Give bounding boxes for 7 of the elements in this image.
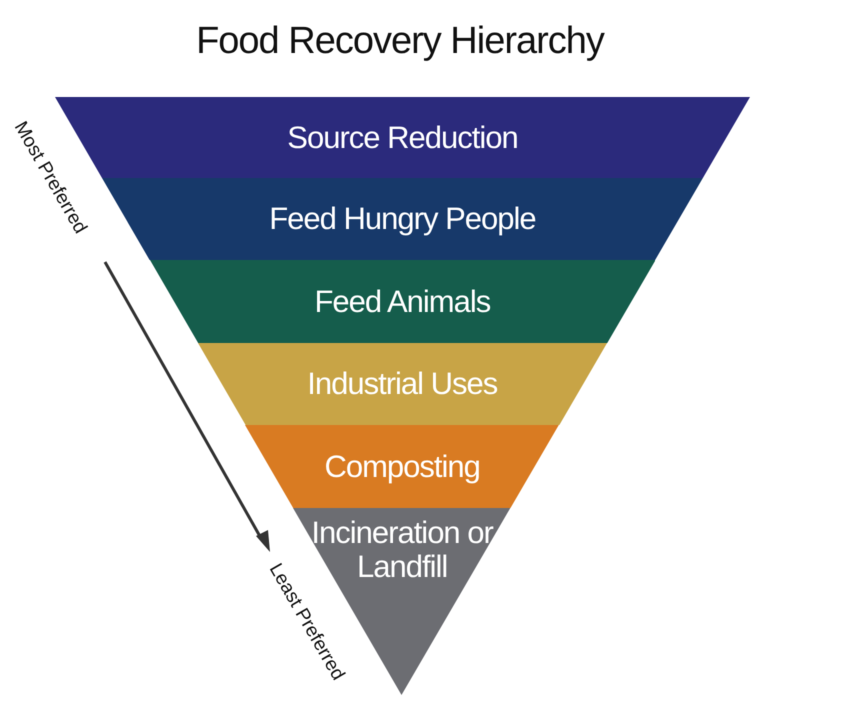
tier-label: Feed Hungry People — [268, 202, 537, 236]
tier-label: Industrial Uses — [306, 367, 498, 401]
tier-label: Feed Animals — [313, 284, 492, 318]
tier-label: Incineration or Landfill — [310, 516, 494, 584]
tier-label: Composting — [323, 450, 481, 484]
tier-label: Source Reduction — [286, 120, 519, 154]
diagram-title: Food Recovery Hierarchy — [195, 20, 606, 63]
